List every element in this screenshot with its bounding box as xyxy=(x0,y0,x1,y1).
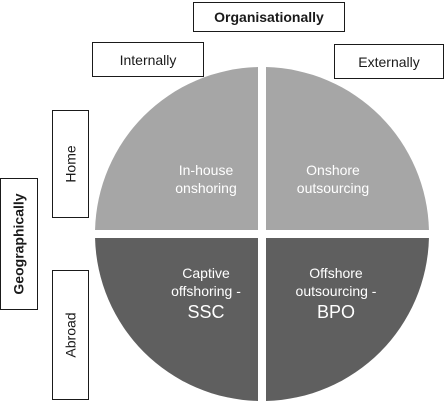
internally-label: Internally xyxy=(119,51,177,68)
offshore-outsourcing-bpo-label: Offshore outsourcing - BPO xyxy=(280,264,392,324)
organisationally-label: Organisationally xyxy=(214,9,324,25)
quadrant-br-line3: BPO xyxy=(316,302,355,322)
captive-offshoring-ssc-label: Captive offshoring - SSC xyxy=(150,264,262,324)
geographically-header: Geographically xyxy=(0,178,38,310)
quadrant-tl-line1: In-house xyxy=(178,162,234,178)
home-header: Home xyxy=(52,110,89,218)
quadrant-bottom-left xyxy=(95,238,258,401)
quadrant-bottom-right xyxy=(266,238,429,401)
abroad-header: Abroad xyxy=(52,270,89,400)
in-house-onshoring-label: In-house onshoring xyxy=(150,161,262,197)
quadrant-br-line2: outsourcing - xyxy=(295,283,377,299)
quadrant-bl-line2: offshoring - xyxy=(171,283,241,299)
onshore-outsourcing-label: Onshore outsourcing xyxy=(278,161,388,197)
externally-label: Externally xyxy=(358,53,420,70)
quadrant-tl-line2: onshoring xyxy=(175,180,237,196)
quadrant-bl-line3: SSC xyxy=(187,302,225,322)
quadrant-br-line1: Offshore xyxy=(309,265,363,281)
quadrant-top-right xyxy=(266,67,429,230)
quadrant-tr-line2: outsourcing xyxy=(296,180,370,196)
organisationally-header: Organisationally xyxy=(193,2,345,32)
quadrant-bl-line1: Captive xyxy=(182,265,230,281)
quadrant-top-left xyxy=(95,67,258,230)
internally-header: Internally xyxy=(92,42,204,77)
quadrant-tr-line1: Onshore xyxy=(306,162,360,178)
externally-header: Externally xyxy=(334,44,444,79)
